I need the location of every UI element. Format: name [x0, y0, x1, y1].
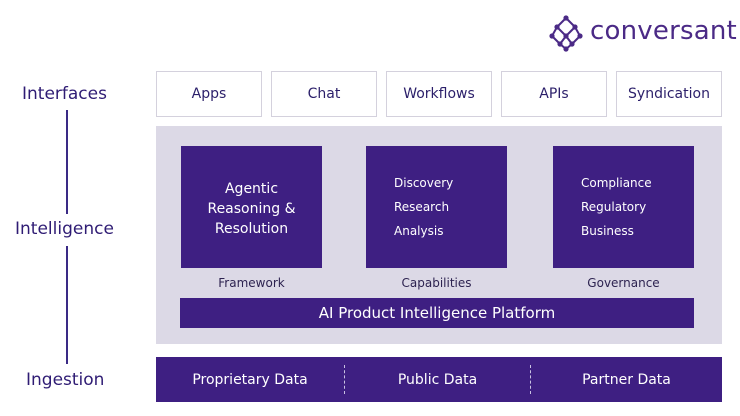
- capability-item: Analysis: [394, 224, 444, 238]
- ingestion-divider: [530, 365, 531, 394]
- ingestion-bar: Proprietary Data Public Data Partner Dat…: [156, 357, 722, 402]
- governance-item: Compliance: [581, 176, 652, 190]
- caption-capabilities: Capabilities: [401, 276, 472, 290]
- ingestion-divider: [344, 365, 345, 394]
- capability-item: Research: [394, 200, 450, 214]
- governance-list: Compliance Regulatory Business: [581, 176, 652, 248]
- capability-item: Discovery: [394, 176, 454, 190]
- caption-governance: Governance: [587, 276, 660, 290]
- interface-syndication: Syndication: [616, 71, 722, 117]
- interface-apis: APIs: [501, 71, 607, 117]
- interface-apps: Apps: [156, 71, 262, 117]
- layer-label-intelligence: Intelligence: [15, 219, 114, 239]
- governance-item: Regulatory: [581, 200, 647, 214]
- framework-line: Reasoning &: [207, 201, 296, 217]
- ingestion-partner: Partner Data: [582, 371, 671, 388]
- framework-text: Agentic Reasoning & Resolution: [181, 179, 322, 239]
- layer-connector-bottom: [66, 246, 68, 364]
- layer-connector-top: [66, 110, 68, 214]
- layer-label-interfaces: Interfaces: [22, 84, 107, 104]
- governance-box: Compliance Regulatory Business: [553, 146, 694, 268]
- framework-box: Agentic Reasoning & Resolution: [181, 146, 322, 268]
- capabilities-box: Discovery Research Analysis: [366, 146, 507, 268]
- brand-name: conversant: [590, 16, 737, 46]
- caption-framework: Framework: [218, 276, 285, 290]
- ingestion-proprietary: Proprietary Data: [192, 371, 308, 388]
- conversant-logo-icon: [549, 15, 583, 52]
- layer-label-ingestion: Ingestion: [26, 370, 105, 390]
- framework-line: Resolution: [214, 221, 289, 237]
- framework-line: Agentic: [224, 181, 279, 197]
- interface-chat: Chat: [271, 71, 377, 117]
- platform-bar: AI Product Intelligence Platform: [180, 298, 694, 328]
- interface-workflows: Workflows: [386, 71, 492, 117]
- ingestion-public: Public Data: [397, 371, 478, 388]
- capabilities-list: Discovery Research Analysis: [394, 176, 453, 248]
- governance-item: Business: [581, 224, 634, 238]
- conversant-logo: conversant: [548, 14, 737, 52]
